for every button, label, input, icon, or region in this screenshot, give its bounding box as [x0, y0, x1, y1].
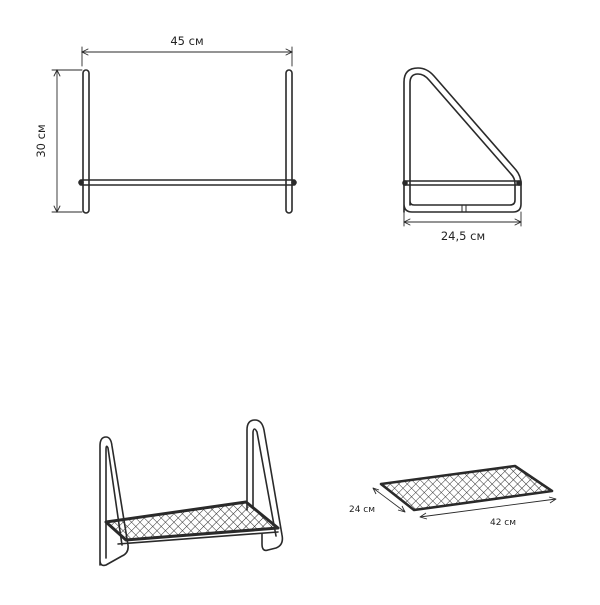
depth-dimension-line — [403, 211, 522, 227]
perspective-right-frame — [246, 419, 284, 552]
width-dimension-line — [80, 46, 294, 67]
height-label: 30 см — [34, 124, 48, 157]
shelf-depth-label: 24 см — [349, 505, 375, 515]
crossbar — [79, 179, 296, 186]
right-bolt — [291, 179, 297, 186]
side-shelf — [403, 180, 522, 186]
side-frame-outer — [403, 67, 522, 213]
side-depth-label: 24,5 см — [441, 229, 485, 243]
side-right-bolt — [516, 180, 522, 186]
front-view — [51, 46, 297, 214]
shelf-length-dimension — [419, 496, 557, 520]
perspective-left-frame — [99, 436, 129, 567]
width-label: 45 см — [170, 34, 203, 48]
left-bolt — [78, 179, 84, 186]
right-post — [285, 69, 293, 214]
shelf-length-label: 42 см — [490, 518, 516, 528]
perspective-view — [99, 419, 284, 567]
shelf-depth-dimension — [372, 487, 406, 513]
left-post — [82, 69, 90, 214]
shelf-panel-view — [372, 464, 557, 520]
side-view — [402, 67, 522, 227]
side-frame-inner — [409, 73, 516, 206]
side-left-bolt — [402, 180, 408, 186]
height-dimension-line — [51, 68, 83, 214]
